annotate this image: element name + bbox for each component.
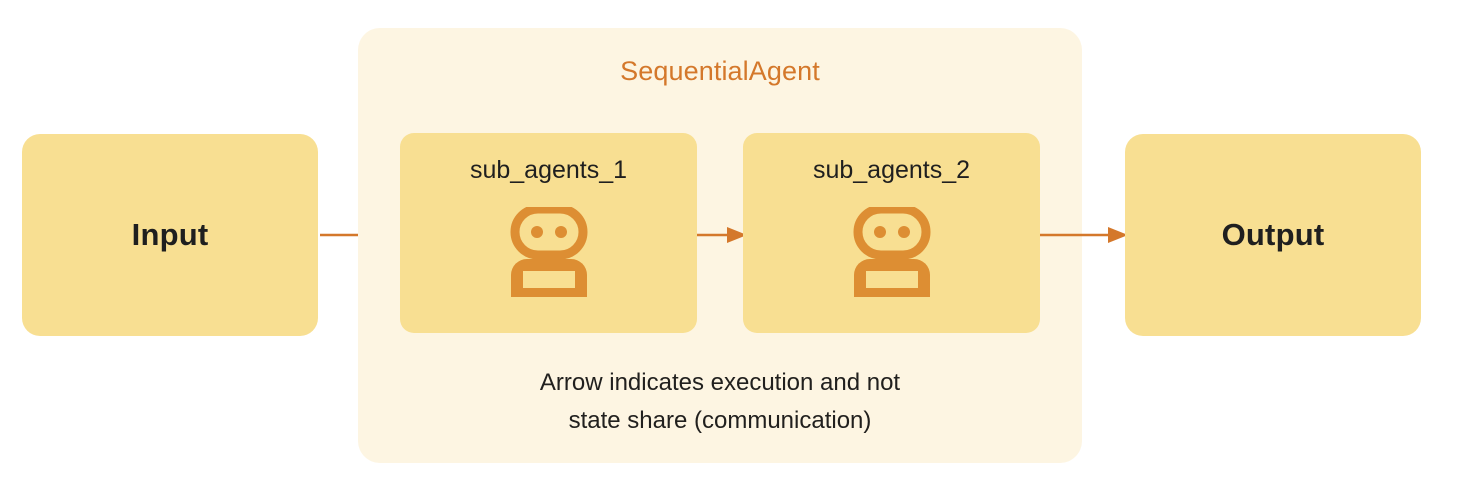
- node-input-label: Input: [131, 217, 209, 252]
- sequential-agent-title: SequentialAgent: [620, 56, 820, 86]
- node-sub-agents-2: sub_agents_2: [743, 133, 1040, 333]
- node-sub-agents-2-label: sub_agents_2: [812, 156, 971, 184]
- diagram-caption-line-1: Arrow indicates execution and not: [539, 369, 901, 396]
- diagram-caption: Arrow indicates execution and not state …: [358, 364, 1082, 440]
- node-output-label: Output: [1221, 217, 1325, 252]
- robot-icon: [851, 204, 933, 299]
- diagram-caption-line-2: state share (communication): [568, 407, 872, 434]
- node-input: Input: [22, 134, 318, 336]
- arrow-sub-agents-2-to-output: [1040, 223, 1128, 247]
- robot-icon: [508, 204, 590, 299]
- node-sub-agents-1: sub_agents_1: [400, 133, 697, 333]
- node-sub-agents-1-label: sub_agents_1: [469, 156, 628, 184]
- arrow-sub-agents-1-to-sub-agents-2: [697, 223, 747, 247]
- node-output: Output: [1125, 134, 1421, 336]
